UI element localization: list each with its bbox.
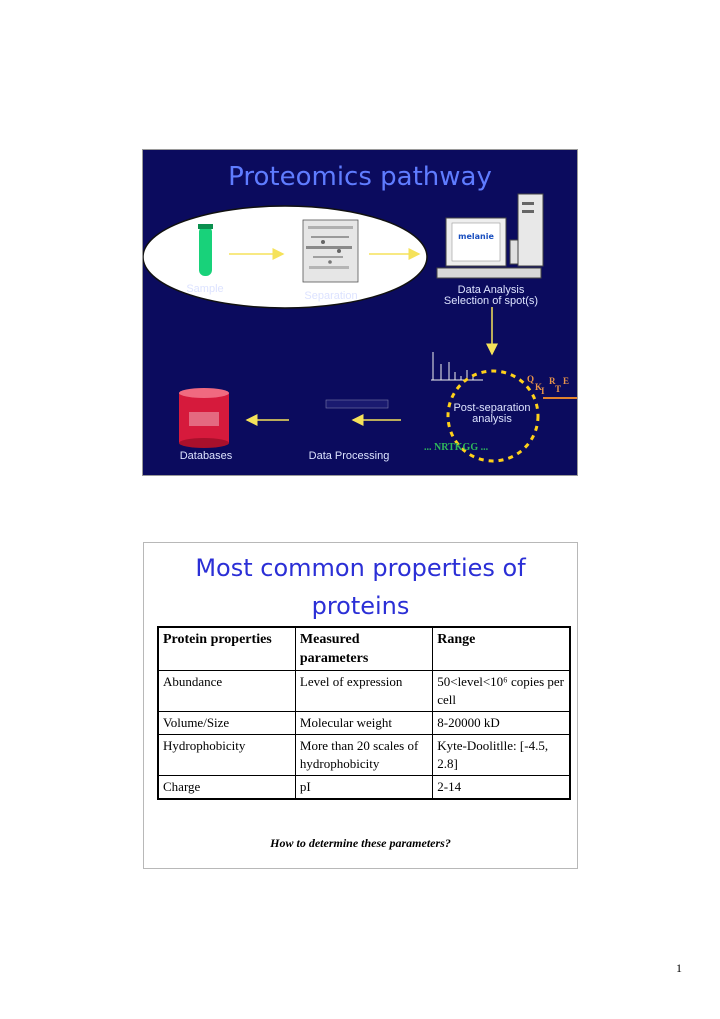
selection-label: Selection of spot(s) [443, 295, 539, 307]
table-cell: Abundance [157, 670, 296, 712]
table-row: Volume/Size Molecular weight 8-20000 kD [157, 711, 571, 735]
sequence-letter-r: R [549, 376, 556, 386]
peptide-sequence: ... NRTKGG ... [424, 442, 489, 453]
table-cell: Level of expression [294, 670, 434, 712]
table-cell: Volume/Size [157, 711, 296, 735]
slide-title: Proteomics pathway [228, 162, 492, 192]
pathway-graphics [143, 193, 577, 463]
data-processing-label: Data Processing [308, 450, 390, 462]
column-header: Protein properties [157, 626, 296, 671]
slide-title: Most common properties of proteins [144, 549, 577, 625]
table-cell: Charge [157, 775, 296, 800]
table-cell: 2-14 [432, 775, 571, 800]
table-cell: More than 20 scales of hydrophobicity [294, 734, 434, 776]
column-header: Measured parameters [294, 626, 434, 671]
table-cell: Kyte-Doolitlle: [-4.5, 2.8] [432, 734, 571, 776]
data-analysis-label: Data Analysis [457, 284, 525, 296]
data-processing-bar [325, 399, 389, 409]
computer-icon [436, 193, 544, 279]
protein-properties-slide: Most common properties of proteins Prote… [143, 542, 578, 869]
melanie-logo: melanie [458, 232, 494, 241]
sequence-letter-q: Q [527, 374, 535, 384]
table-row: Charge pI 2-14 [157, 775, 571, 800]
sample-label: Sample [186, 283, 224, 295]
sequence-letter-e: E [563, 376, 570, 386]
table-row: Hydrophobicity More than 20 scales of hy… [157, 734, 571, 776]
database-cylinder-icon [179, 388, 229, 448]
mass-spectrum-icon [431, 352, 483, 381]
page-number: 1 [676, 961, 682, 975]
sequence-letter-k: K [535, 382, 543, 392]
table-cell: 50<level<10⁶ copies per cell [432, 670, 571, 712]
slide-title-line1: Most common properties of [195, 554, 526, 582]
analysis-label: analysis [472, 413, 512, 425]
question-text: How to determine these parameters? [270, 836, 451, 850]
table-cell: Hydrophobicity [157, 734, 296, 776]
post-separation-label: Post-separation [453, 402, 531, 414]
gel-image-icon [302, 219, 359, 283]
table-row: Abundance Level of expression 50<level<1… [157, 670, 571, 712]
column-header: Range [432, 626, 571, 671]
slide-title-line2: proteins [311, 592, 410, 620]
sequence-letter-t: T [555, 384, 562, 394]
protein-properties-table: Protein properties Measured parameters R… [157, 626, 571, 800]
table-header-row: Protein properties Measured parameters R… [157, 626, 571, 671]
post-separation-dashed-circle [446, 369, 540, 463]
test-tube-icon [198, 224, 213, 276]
table-cell: Molecular weight [294, 711, 434, 735]
table-cell: pI [294, 775, 434, 800]
databases-label: Databases [179, 450, 233, 462]
proteomics-pathway-slide: Proteomics pathway [142, 149, 578, 476]
sequence-letter-i: I [541, 386, 545, 396]
table-cell: 8-20000 kD [432, 711, 571, 735]
separation-label: Separation [304, 290, 358, 302]
